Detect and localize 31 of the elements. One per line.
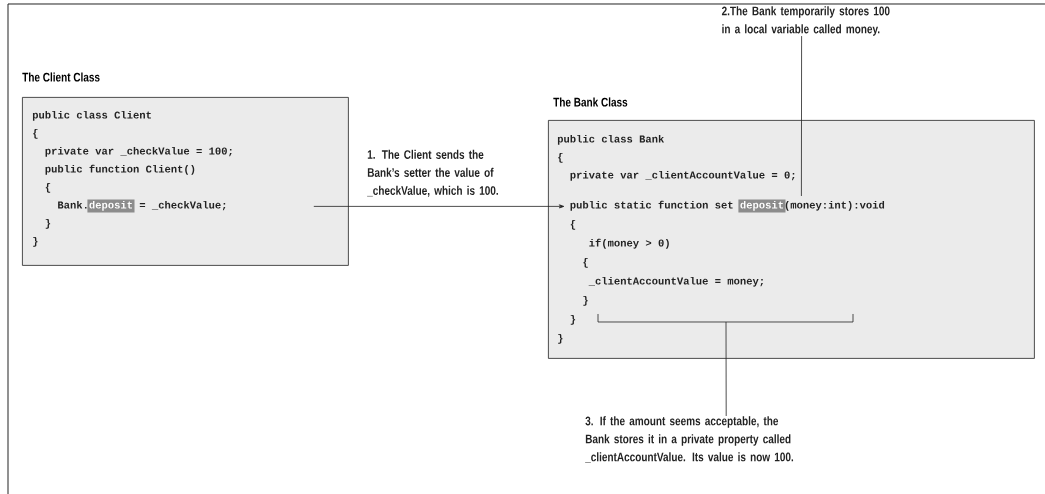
arrow xyxy=(313,204,565,209)
code-line: Bank. xyxy=(58,200,87,209)
code-line: { xyxy=(33,128,38,139)
code-line: { xyxy=(45,182,51,193)
code-line: _clientAccountValue = money; xyxy=(588,276,763,287)
edge-label: 1. The Client sends the Bank’s setter the value of _checkValue, which is 100. xyxy=(366,148,509,198)
code-line: public class Bank xyxy=(557,134,664,145)
code-line: { xyxy=(558,152,563,163)
annotation: 2.The Bank temporarily stores 100 in a local variable called money. xyxy=(721,6,890,36)
code-line: } xyxy=(558,333,563,344)
code-line: private var _checkValue = 100; xyxy=(45,146,232,157)
box-title: The Client Class xyxy=(22,72,100,82)
annotation: 3. If the amount seems acceptable, the Bank stores it in a private property called _clientAccountValue. Its value is now 100. xyxy=(585,416,794,463)
code-line: { xyxy=(570,219,576,230)
code-line: if(money > 0) xyxy=(589,238,669,249)
highlighted-keyword: deposit xyxy=(738,199,786,213)
code-line: { xyxy=(583,257,588,268)
code-line: = _checkValue; xyxy=(139,200,226,211)
code-line: public static function set xyxy=(570,200,733,211)
code-line: } xyxy=(45,218,51,229)
code-line: private var _clientAccountValue = 0; xyxy=(570,170,795,181)
code-line: } xyxy=(570,314,576,325)
code-line: public function Client() xyxy=(45,164,195,175)
box-title: The Bank Class xyxy=(553,97,628,107)
highlighted-keyword: deposit xyxy=(87,199,135,213)
leader-line xyxy=(725,321,727,417)
code-line: } xyxy=(583,295,588,306)
code-line: public class Client xyxy=(32,110,151,121)
leader-line xyxy=(801,35,802,197)
code-line: } xyxy=(33,236,38,247)
code-line: (money:int):void xyxy=(785,200,885,211)
